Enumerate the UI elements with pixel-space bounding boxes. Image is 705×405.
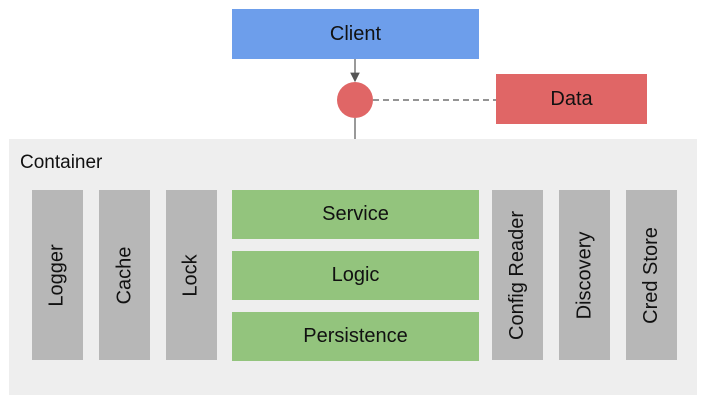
service-label: Service [322, 203, 389, 225]
router-hub-circle [337, 82, 373, 118]
logger-component: Logger [32, 190, 83, 360]
client-box: Client [232, 9, 479, 59]
logic-layer: Logic [232, 251, 479, 300]
lock-label: Lock [180, 253, 202, 297]
cache-component: Cache [99, 190, 150, 360]
cred-store-component: Cred Store [626, 190, 677, 360]
container-label: Container [20, 152, 103, 173]
cred-store-label: Cred Store [640, 226, 662, 324]
discovery-component: Discovery [559, 190, 610, 360]
config-reader-component: Config Reader [492, 190, 543, 360]
persistence-label: Persistence [303, 325, 408, 347]
logic-label: Logic [331, 264, 380, 286]
data-label: Data [550, 87, 593, 110]
config-reader-label: Config Reader [506, 210, 528, 340]
persistence-layer: Persistence [232, 312, 479, 361]
data-box: Data [496, 74, 647, 124]
lock-component: Lock [166, 190, 217, 360]
cache-label: Cache [113, 246, 135, 304]
logger-label: Logger [46, 243, 68, 307]
client-label: Client [329, 22, 382, 45]
discovery-label: Discovery [573, 231, 596, 319]
service-layer: Service [232, 190, 479, 239]
